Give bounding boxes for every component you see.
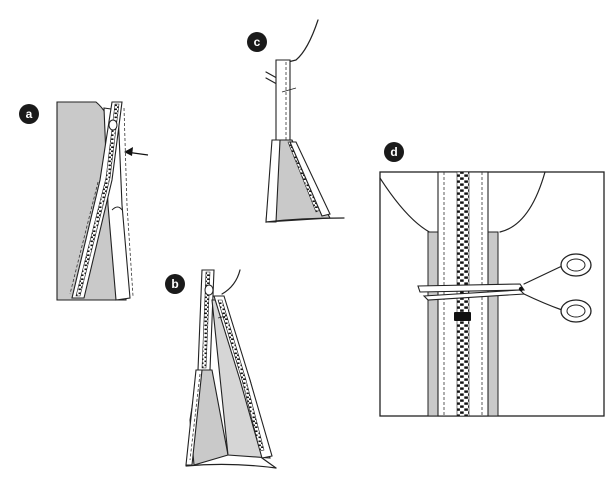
panel-b-label: b — [171, 277, 178, 291]
panel-a-label: a — [26, 107, 33, 121]
panel-c: c — [247, 20, 344, 222]
panel-d: d — [380, 142, 604, 416]
panel-a: a — [19, 102, 148, 300]
panel-c-badge: c — [247, 32, 267, 52]
panel-b-badge: b — [165, 274, 185, 294]
zipper-pull-icon-b — [205, 285, 213, 295]
panel-a-garment — [57, 102, 148, 300]
panel-d-badge: d — [384, 142, 404, 162]
panel-c-label: c — [254, 35, 261, 49]
panel-d-detail — [380, 172, 604, 416]
arrow-left-icon — [124, 147, 148, 156]
panel-b-garment — [186, 270, 276, 468]
panel-c-garment — [266, 20, 344, 222]
zipper-pull-icon — [109, 120, 117, 130]
panel-d-label: d — [390, 145, 397, 159]
panel-a-badge: a — [19, 104, 39, 124]
panel-b: b — [165, 270, 276, 468]
zipper-stop — [454, 312, 471, 321]
